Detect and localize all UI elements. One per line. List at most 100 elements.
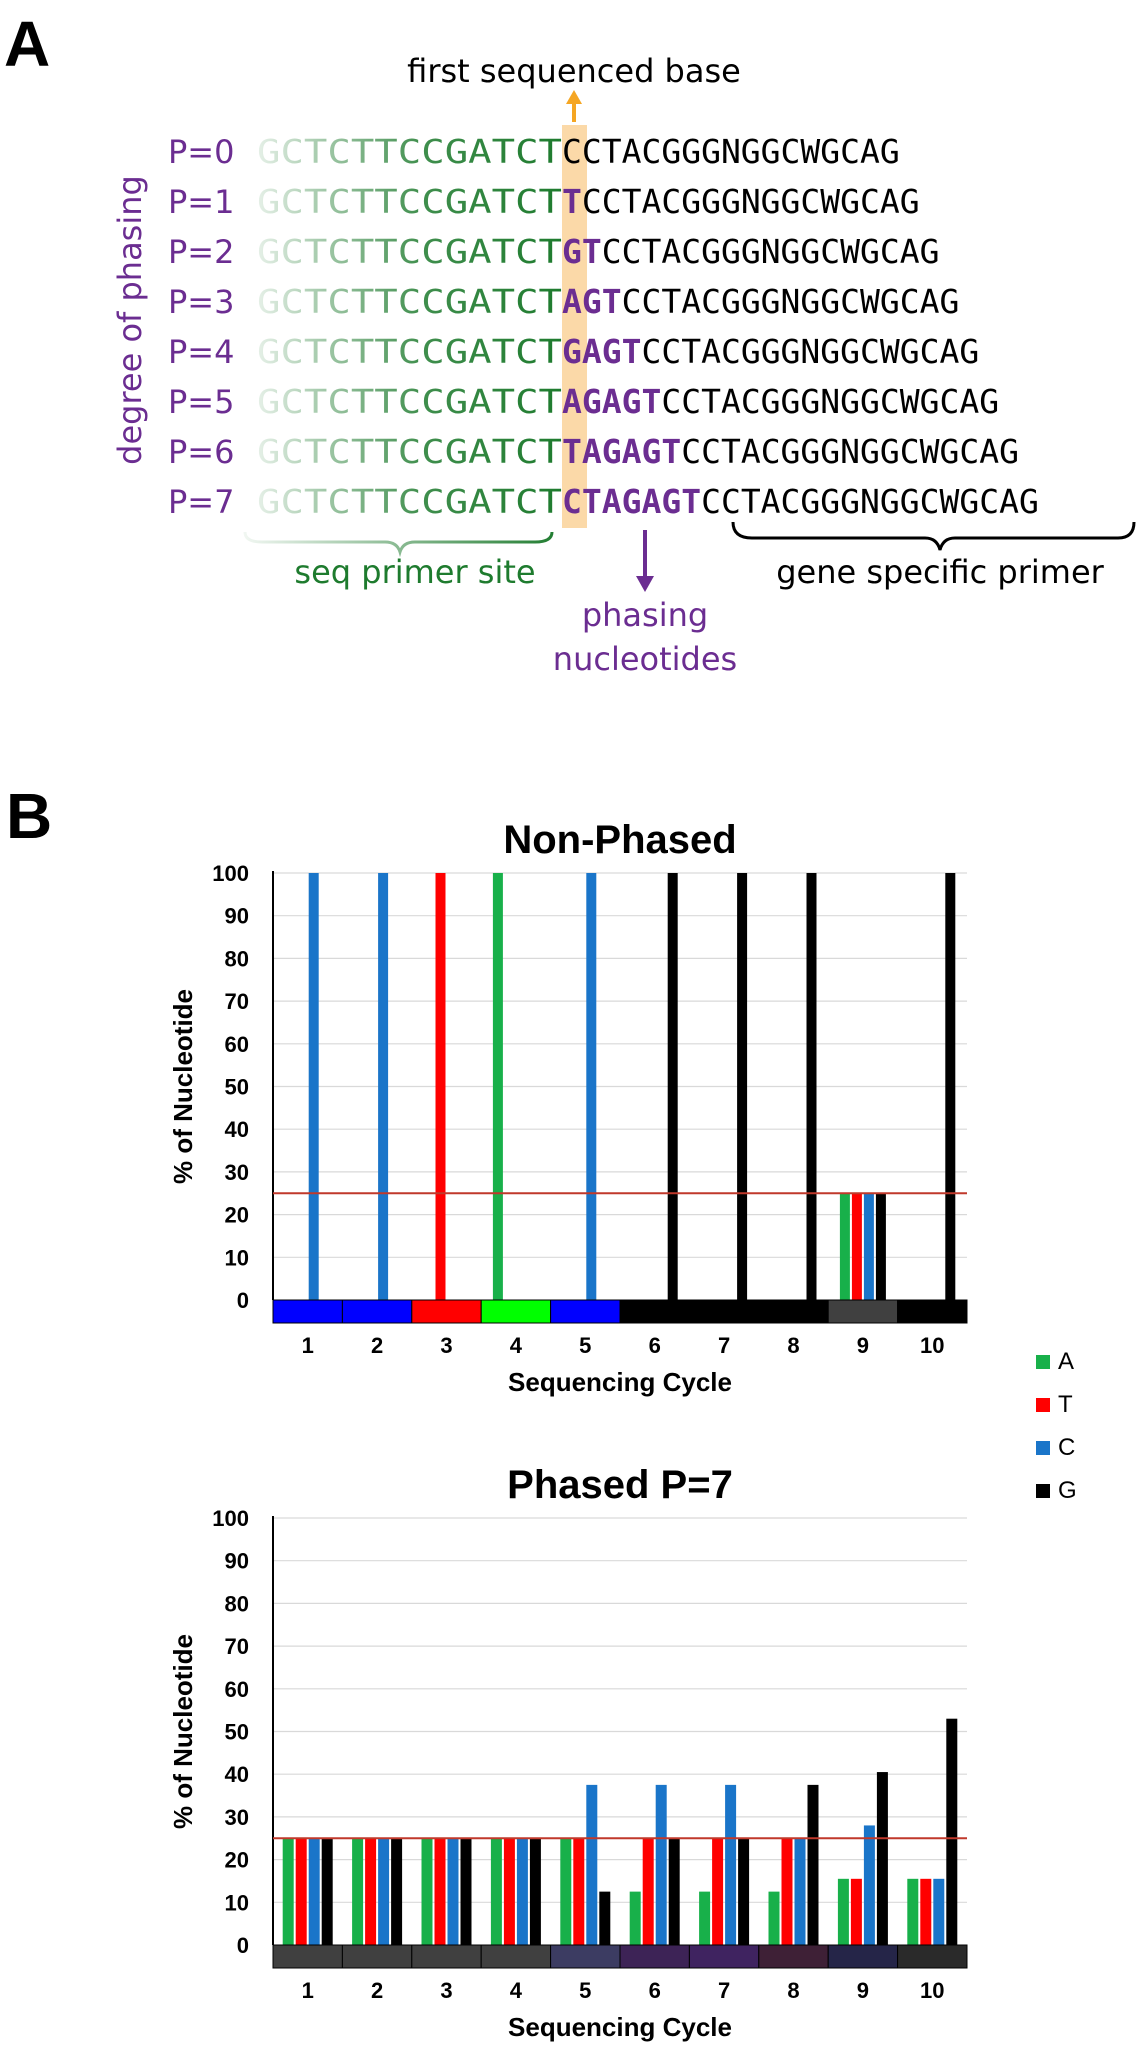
- insert-sequence: TCCTACGGGNGGCWGCAG: [562, 182, 920, 221]
- bar-a-cycle-8: [768, 1891, 780, 1945]
- x-axis-title: Sequencing Cycle: [508, 1367, 732, 1397]
- bar-g-cycle-9: [875, 1193, 886, 1300]
- phasing-nucleotides: TAGAGT: [562, 432, 681, 471]
- phasing-degree-label: P=3: [168, 283, 234, 321]
- y-tick-label: 10: [225, 1890, 249, 1915]
- x-tick-label: 2: [371, 1978, 383, 2003]
- phasing-nucleotides: GT: [562, 232, 602, 271]
- phasing-degree-label: P=7: [168, 483, 234, 521]
- legend-label: A: [1058, 1347, 1075, 1375]
- y-axis-title: % of Nucleotide: [168, 989, 198, 1184]
- gene-specific-sequence: CCTACGGGNGGCWGCAG: [661, 382, 999, 421]
- first-base-highlight: [562, 125, 587, 528]
- x-tick-label: 4: [510, 1978, 523, 2003]
- gene-specific-primer-label: gene specific primer: [776, 553, 1104, 591]
- seq-primer-sequence: GCTCTTCCGATCT: [257, 482, 562, 521]
- bar-a-cycle-10: [907, 1878, 919, 1945]
- y-tick-label: 60: [225, 1677, 249, 1702]
- x-tick-label: 9: [857, 1333, 869, 1358]
- x-axis-title: Sequencing Cycle: [508, 2012, 732, 2042]
- bar-c-cycle-7: [725, 1784, 737, 1945]
- legend-swatch: [1036, 1483, 1050, 1498]
- cycle-strip-cell: [827, 1299, 899, 1324]
- phasing-degree-label: P=5: [168, 383, 234, 421]
- y-tick-label: 70: [225, 989, 249, 1014]
- legend-item-t: T: [1036, 1383, 1077, 1426]
- bar-a-cycle-4: [490, 1838, 502, 1945]
- seq-primer-sequence: GCTCTTCCGATCT: [257, 132, 562, 171]
- x-tick-label: 8: [787, 1978, 799, 2003]
- bar-c-cycle-9: [863, 1825, 875, 1945]
- phasing-degree-label: P=0: [168, 133, 234, 171]
- bar-a-cycle-5: [560, 1838, 572, 1945]
- bar-t-cycle-5: [573, 1838, 585, 1945]
- gene-specific-sequence: CCTACGGGNGGCWGCAG: [701, 482, 1039, 521]
- phasing-degree-label: P=4: [168, 333, 234, 371]
- y-tick-label: 40: [225, 1762, 249, 1787]
- panel-a-label: A: [4, 8, 51, 80]
- x-tick-label: 5: [579, 1978, 591, 2003]
- legend-label: C: [1058, 1433, 1076, 1461]
- bar-g-cycle-5: [599, 1891, 611, 1945]
- bar-a-cycle-7: [699, 1891, 711, 1945]
- phasing-nucleotides: T: [562, 182, 582, 221]
- phasing-nucleotides: AGAGT: [562, 382, 661, 421]
- gene-specific-sequence: CCTACGGGNGGCWGCAG: [641, 332, 979, 371]
- bar-g-cycle-7: [737, 873, 748, 1300]
- legend-swatch: [1036, 1354, 1050, 1369]
- seq-primer-sequence: GCTCTTCCGATCT: [257, 382, 562, 421]
- cycle-strip-cell: [480, 1299, 552, 1324]
- cycle-strip-cell: [272, 1944, 343, 1969]
- cycle-strip-cell: [411, 1944, 482, 1969]
- phasing-degree-label: P=1: [168, 183, 234, 221]
- insert-sequence: GAGTCCTACGGGNGGCWGCAG: [562, 332, 979, 371]
- bar-g-cycle-8: [806, 873, 817, 1300]
- y-tick-label: 100: [212, 1506, 249, 1531]
- chart-title: Phased P=7: [507, 1463, 733, 1507]
- bar-g-cycle-10: [946, 1718, 958, 1945]
- gene-specific-sequence: CCTACGGGNGGCWGCAG: [602, 232, 940, 271]
- bar-c-cycle-10: [933, 1878, 945, 1945]
- gene-specific-sequence: CCTACGGGNGGCWGCAG: [681, 432, 1019, 471]
- bar-g-cycle-9: [876, 1772, 888, 1945]
- cycle-strip-cell: [619, 1944, 690, 1969]
- bar-t-cycle-2: [365, 1838, 377, 1945]
- bar-c-cycle-5: [586, 873, 597, 1300]
- y-tick-label: 40: [225, 1117, 249, 1142]
- legend-item-a: A: [1036, 1340, 1077, 1383]
- panel-b-label: B: [6, 780, 53, 852]
- bar-c-cycle-2: [378, 873, 389, 1300]
- bar-c-cycle-5: [586, 1784, 598, 1945]
- bar-t-cycle-10: [920, 1878, 932, 1945]
- x-tick-label: 2: [371, 1333, 383, 1358]
- bar-t-cycle-3: [434, 1838, 446, 1945]
- phasing-nucleotides: CTAGAGT: [562, 482, 701, 521]
- gene-specific-sequence: CCTACGGGNGGCWGCAG: [562, 132, 900, 171]
- bar-t-cycle-7: [712, 1838, 724, 1945]
- y-tick-label: 90: [225, 1549, 249, 1574]
- x-tick-label: 7: [718, 1333, 730, 1358]
- cycle-strip-cell: [341, 1299, 413, 1324]
- x-tick-label: 4: [510, 1333, 523, 1358]
- y-tick-label: 0: [237, 1288, 249, 1313]
- x-tick-label: 3: [440, 1333, 452, 1358]
- cycle-strip-cell: [688, 1944, 760, 1969]
- legend-swatch: [1036, 1397, 1050, 1412]
- bar-a-cycle-1: [282, 1838, 294, 1945]
- cycle-strip-cell: [688, 1299, 760, 1324]
- seq-primer-brace: [243, 531, 554, 558]
- bar-g-cycle-6: [668, 1838, 680, 1945]
- seq-primer-sequence: GCTCTTCCGATCT: [257, 182, 562, 221]
- x-tick-label: 6: [649, 1978, 661, 2003]
- bar-t-cycle-9: [850, 1878, 862, 1945]
- bar-c-cycle-1: [308, 873, 319, 1300]
- seq-primer-sequence: GCTCTTCCGATCT: [257, 232, 562, 271]
- phasing-nucleotides: AGT: [562, 282, 622, 321]
- bar-g-cycle-6: [667, 873, 678, 1300]
- y-tick-label: 70: [225, 1634, 249, 1659]
- bar-g-cycle-1: [321, 1838, 333, 1945]
- gene-specific-sequence: CCTACGGGNGGCWGCAG: [582, 182, 920, 221]
- cycle-strip-cell: [480, 1944, 552, 1969]
- bar-c-cycle-6: [655, 1784, 667, 1945]
